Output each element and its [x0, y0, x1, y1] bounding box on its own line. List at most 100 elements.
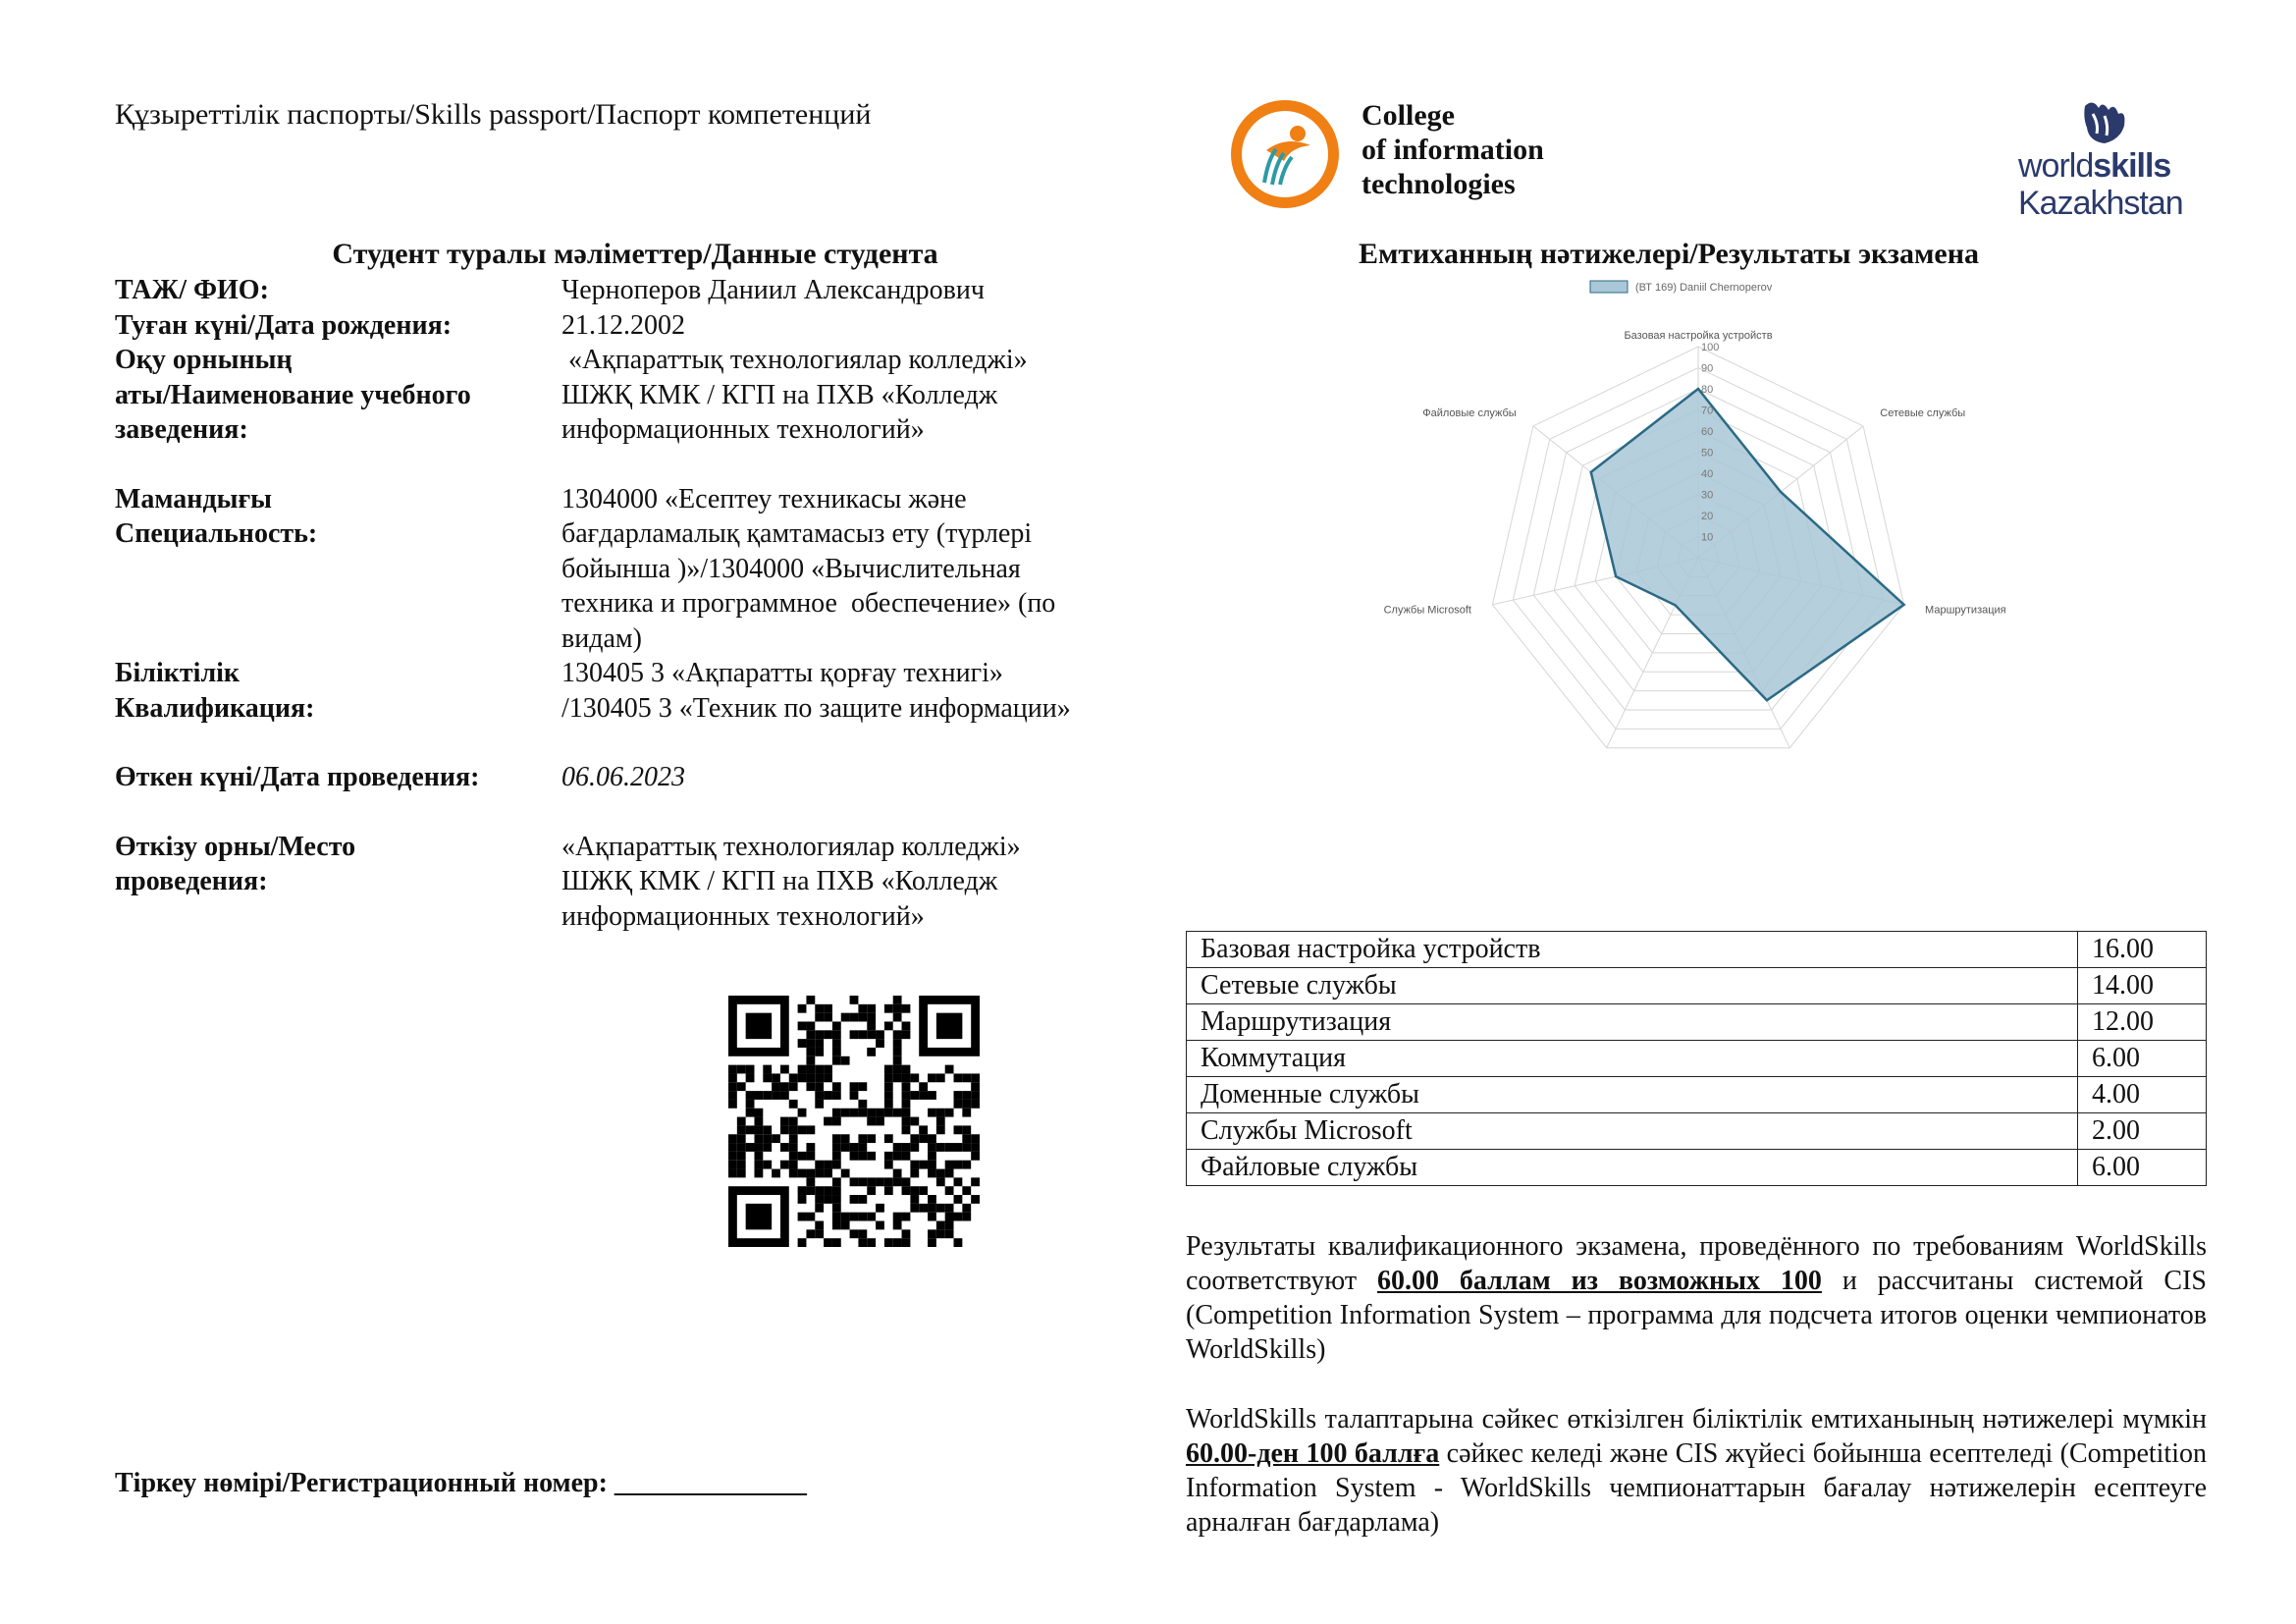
qr-module	[901, 1021, 911, 1031]
qr-module	[779, 1091, 789, 1100]
qr-module	[953, 1125, 963, 1135]
radar-grid-ring	[1574, 430, 1823, 673]
qr-module	[892, 1073, 902, 1083]
qr-finder-pattern	[745, 1012, 773, 1040]
qr-module	[935, 1220, 945, 1230]
qr-module	[806, 1021, 816, 1031]
qr-module	[944, 1168, 954, 1178]
qr-module	[919, 1134, 929, 1144]
qr-module	[876, 1030, 884, 1040]
qr-module	[831, 1030, 841, 1040]
qr-module	[858, 1195, 868, 1204]
qr-module	[815, 1082, 825, 1092]
qr-module	[788, 1143, 798, 1152]
score-value: 14.00	[2077, 967, 2207, 1004]
qr-code	[728, 996, 980, 1247]
qr-module	[883, 1021, 893, 1031]
qr-module	[824, 1168, 832, 1178]
qr-module	[797, 1003, 807, 1013]
worldskills-hand-icon	[2084, 102, 2125, 143]
qr-module	[824, 1160, 832, 1169]
qr-module	[824, 1064, 832, 1074]
qr-module	[788, 1134, 798, 1144]
qr-module	[944, 1108, 954, 1117]
qr-module	[849, 1229, 859, 1239]
qr-module	[806, 1064, 816, 1074]
qr-module	[892, 1047, 902, 1056]
qr-module	[935, 1125, 945, 1135]
qr-module	[944, 1212, 954, 1221]
qr-module	[935, 1073, 945, 1083]
qr-module	[745, 1125, 755, 1135]
qr-module	[806, 1125, 816, 1135]
score-module-name: Базовая настройка устройств	[1186, 931, 2078, 968]
qr-module	[840, 1143, 850, 1152]
qr-module	[876, 1220, 884, 1230]
qr-finder-pattern	[935, 1012, 963, 1040]
dob-row: Туған күні/Дата рождения: 21.12.2002	[115, 309, 685, 341]
place-row: Өткізу орны/Место проведения: «Ақпаратты…	[115, 831, 1021, 932]
qr-module	[815, 1229, 825, 1239]
qr-module	[962, 1134, 972, 1144]
radar-category-label: Базовая настройка устройств	[1624, 330, 1772, 342]
qr-module	[806, 1168, 816, 1178]
qr-module	[971, 1073, 980, 1083]
qr-module	[779, 1143, 789, 1152]
qr-module	[953, 1160, 963, 1169]
qr-module	[754, 1134, 764, 1144]
qr-module	[892, 1003, 902, 1013]
qr-module	[892, 1168, 902, 1178]
qr-module	[745, 1064, 755, 1074]
qr-module	[928, 1151, 936, 1161]
qr-module	[736, 1151, 746, 1161]
qr-module	[867, 1047, 877, 1056]
qr-module	[736, 1168, 746, 1178]
qr-module	[953, 1091, 963, 1100]
qr-module	[736, 1143, 746, 1152]
qr-module	[919, 1125, 929, 1135]
qr-module	[831, 1116, 841, 1126]
qr-module	[806, 1073, 816, 1083]
radar-series-area	[1589, 387, 1906, 702]
qr-module	[824, 1012, 832, 1022]
qr-module	[797, 1212, 807, 1221]
qr-module	[815, 1047, 825, 1056]
qr-module	[806, 1143, 816, 1152]
qr-module	[763, 1125, 773, 1135]
qr-module	[901, 1082, 911, 1092]
qr-module	[815, 1186, 825, 1196]
qr-module	[944, 1160, 954, 1169]
qr-module	[831, 1186, 841, 1196]
qr-module	[867, 1021, 877, 1031]
qr-module	[944, 1229, 954, 1239]
qr-module	[928, 1134, 936, 1144]
score-module-name: Маршрутизация	[1186, 1003, 2078, 1041]
qr-module	[971, 1177, 980, 1187]
radar-category-label: Сетевые службы	[1880, 407, 1965, 419]
qr-module	[867, 1108, 877, 1117]
qr-module	[849, 1012, 859, 1022]
qr-module	[745, 1108, 755, 1117]
qr-module	[763, 1160, 773, 1169]
qr-module	[935, 1143, 945, 1152]
qr-module	[971, 1134, 980, 1144]
score-value: 4.00	[2077, 1076, 2207, 1113]
qr-module	[892, 1108, 902, 1117]
qr-module	[858, 1151, 868, 1161]
qr-module	[831, 1238, 841, 1247]
qr-module	[824, 1195, 832, 1204]
qr-module	[935, 1177, 945, 1187]
radar-legend-label: (ВТ 169) Daniil Chernoperov	[1635, 282, 1773, 294]
qr-module	[892, 1039, 902, 1048]
qr-module	[944, 1064, 954, 1074]
qr-module	[806, 1212, 816, 1221]
qr-module	[806, 1151, 816, 1161]
qr-module	[840, 1108, 850, 1117]
qr-module	[867, 1116, 877, 1126]
qr-module	[797, 1021, 807, 1031]
qr-module	[910, 1195, 920, 1204]
